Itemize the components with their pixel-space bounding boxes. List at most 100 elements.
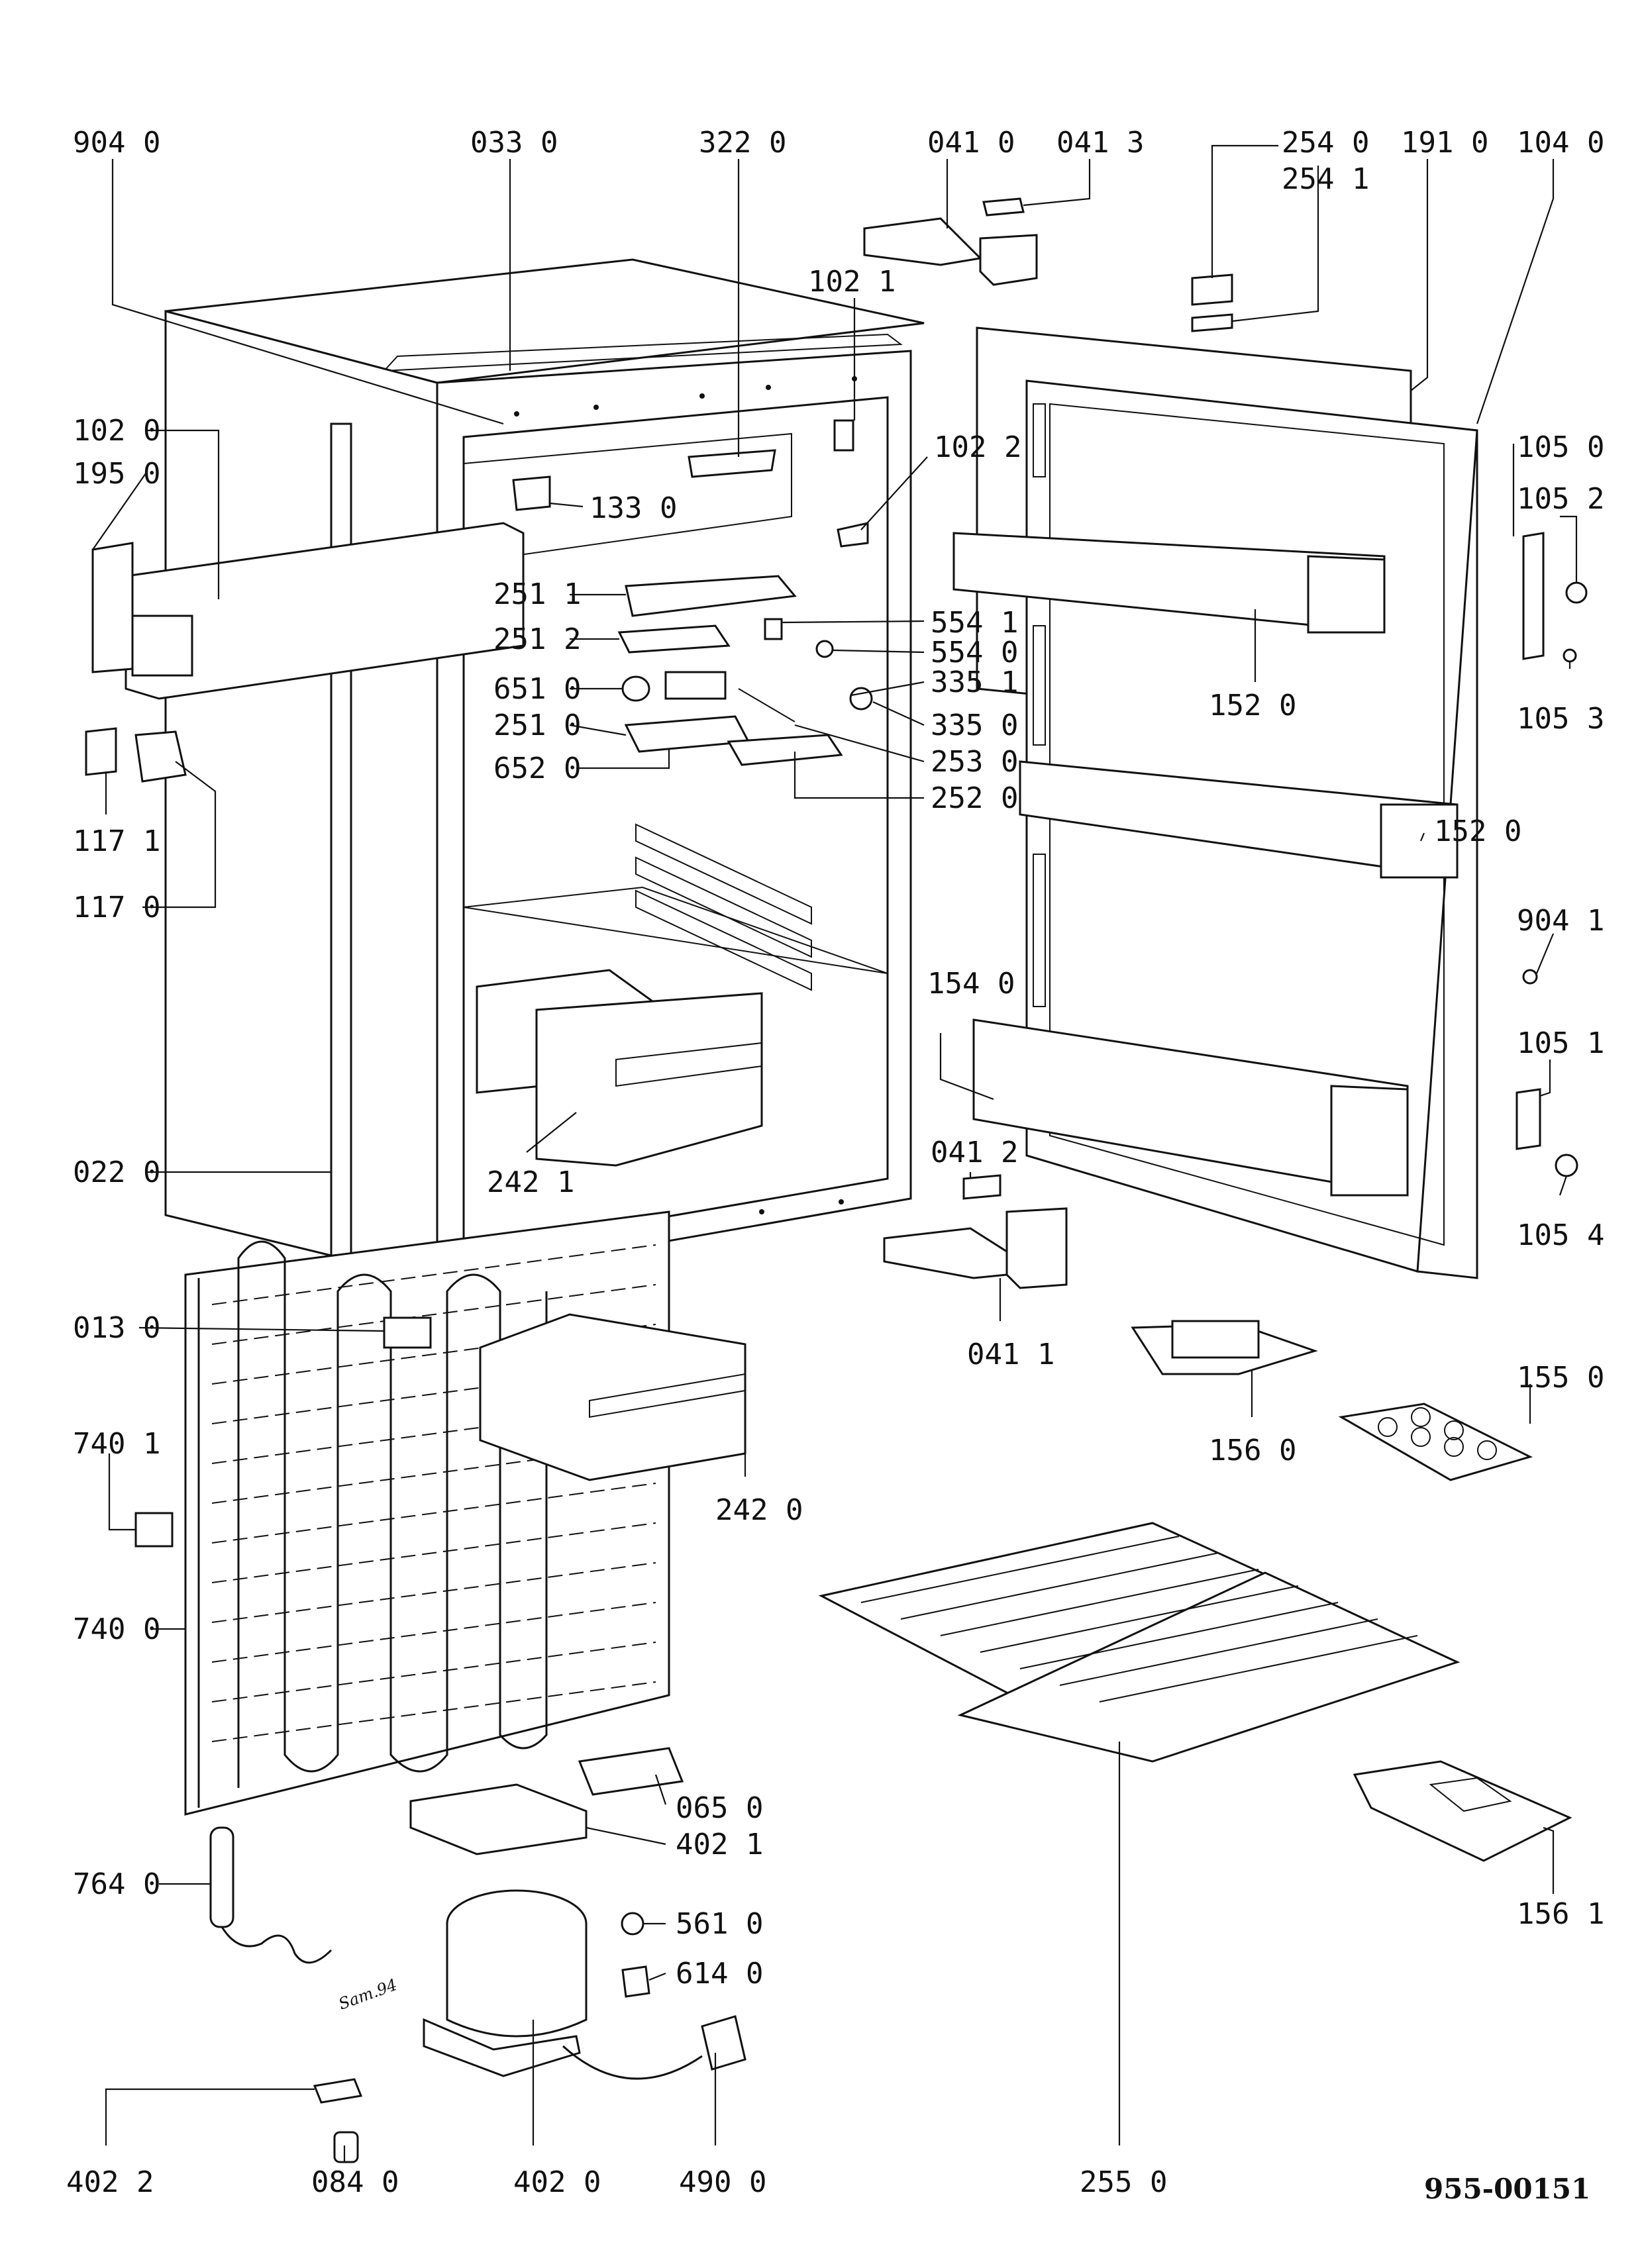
lamp-cover-top	[625, 575, 797, 617]
callout-102-1: 102 1	[808, 265, 896, 299]
callout-740-1: 740 1	[73, 1427, 160, 1461]
egg-tray-155	[1338, 1403, 1533, 1481]
callout-154-0: 154 0	[927, 967, 1015, 1001]
compressor-assembly: Sam.94	[313, 1747, 746, 2163]
callout-156-1: 156 1	[1517, 1897, 1604, 1931]
callout-904-0: 904 0	[73, 126, 160, 160]
door-liner-inner	[1049, 403, 1445, 1246]
shelf-rail-2	[635, 856, 812, 958]
ice-tray-156-1	[1353, 1760, 1572, 1862]
compressor-body	[446, 1924, 588, 2038]
callout-253-0: 253 0	[931, 745, 1018, 779]
callout-133-0: 133 0	[590, 491, 677, 525]
callout-155-0: 155 0	[1517, 1361, 1604, 1395]
screw-105-2	[1565, 581, 1588, 604]
callout-033-0: 033 0	[470, 126, 558, 160]
callout-152-0-upper: 152 0	[1209, 689, 1296, 722]
clip-740-1	[134, 1512, 174, 1548]
callout-084-0: 084 0	[311, 2165, 399, 2199]
callout-402-0: 402 0	[513, 2165, 601, 2199]
callout-251-0: 251 0	[493, 709, 581, 742]
callout-041-1: 041 1	[967, 1338, 1054, 1371]
condenser-coil	[237, 1240, 548, 1788]
ice-tray-cells	[1429, 1777, 1512, 1812]
compressor-base	[423, 2018, 581, 2077]
hinge-pin-102-2	[837, 522, 869, 548]
mounting-plate-013	[383, 1316, 432, 1349]
hinge-cover-041-2	[962, 1174, 1001, 1200]
control-panel	[91, 522, 525, 700]
condenser-left-rail	[184, 1275, 200, 1814]
handle-cover-254-1	[1191, 313, 1233, 332]
door-shelf-top-end	[1307, 555, 1386, 634]
callout-490-0: 490 0	[679, 2165, 766, 2199]
shim-041-3	[982, 197, 1025, 217]
callout-041-3: 041 3	[1056, 126, 1144, 160]
glass-shelf-front	[957, 1571, 1461, 1763]
door-shelf-bottom-end	[1330, 1085, 1409, 1197]
clip-133	[512, 475, 551, 511]
callout-195-0: 195 0	[73, 457, 160, 491]
door-shelf-middle-end	[1380, 803, 1459, 879]
shelf-slats	[860, 1536, 1418, 1702]
callout-335-1: 335 1	[931, 666, 1018, 699]
callout-554-1: 554 1	[931, 606, 1018, 640]
egg-tray-body	[1338, 1403, 1533, 1481]
hinge-041-0	[863, 217, 983, 266]
bracket-117-0	[134, 730, 187, 783]
callout-105-4: 105 4	[1517, 1218, 1604, 1252]
light-diffuser	[727, 734, 843, 766]
callout-652-0: 652 0	[493, 752, 581, 785]
compressor-bracket-402-1	[409, 1783, 588, 1855]
hinge-041-0-plate	[979, 234, 1038, 286]
callout-041-2: 041 2	[931, 1136, 1018, 1169]
callout-105-0: 105 0	[1517, 430, 1604, 464]
callout-105-2: 105 2	[1517, 482, 1604, 516]
cabinet-side-panel	[164, 310, 438, 1283]
lamp-assembly	[617, 575, 873, 766]
callout-104-0: 104 0	[1517, 126, 1604, 160]
condenser-back-panel	[184, 1210, 670, 1816]
capillary-tube	[738, 688, 795, 722]
callout-764-0: 764 0	[73, 1867, 160, 1901]
tube-065	[578, 1747, 684, 1796]
capillary-coil	[221, 1926, 333, 1964]
leader-lines	[92, 144, 1578, 2162]
foot-402-2	[313, 2078, 363, 2104]
callout-252-0: 252 0	[931, 781, 1018, 815]
grommet-561	[621, 1912, 644, 1936]
callout-105-3: 105 3	[1517, 702, 1604, 736]
callout-242-1: 242 1	[487, 1165, 574, 1199]
callout-117-0: 117 0	[73, 891, 160, 924]
inner-floor-edge	[463, 886, 888, 974]
callout-614-0: 614 0	[676, 1957, 763, 1991]
screw-105-3	[1563, 648, 1577, 663]
callout-651-0: 651 0	[493, 672, 581, 706]
power-cord	[562, 2045, 703, 2080]
lamp-cover-lower	[617, 624, 731, 654]
crisper-drawer-front-lip	[589, 1373, 746, 1418]
spring	[815, 640, 834, 658]
screw-904-1	[1522, 969, 1538, 985]
signature-text: Sam.94	[336, 1975, 399, 2014]
switch-bracket	[764, 618, 783, 640]
callout-254-0: 254 0	[1282, 126, 1369, 160]
callout-117-1: 117 1	[73, 824, 160, 858]
callout-251-2: 251 2	[493, 622, 581, 656]
crisper-drawer	[479, 1313, 746, 1481]
callout-labels: 904 0 033 0 322 0 041 0 041 3 254 0 254 …	[66, 126, 1604, 2199]
upper-hinge	[863, 197, 1038, 286]
ice-tray-body	[1353, 1760, 1572, 1862]
relay-614	[621, 1965, 650, 1998]
callout-156-0: 156 0	[1209, 1434, 1296, 1467]
lamp-bulb	[621, 675, 650, 702]
door-rail-3	[1033, 854, 1046, 1007]
callout-191-0: 191 0	[1401, 126, 1488, 160]
plug-490	[701, 2015, 746, 2071]
callout-041-0: 041 0	[927, 126, 1015, 160]
callout-554-0: 554 0	[931, 636, 1018, 669]
handle-254-0	[1191, 273, 1233, 306]
glass-shelf	[818, 1522, 1461, 1763]
callout-065-0: 065 0	[676, 1791, 763, 1825]
